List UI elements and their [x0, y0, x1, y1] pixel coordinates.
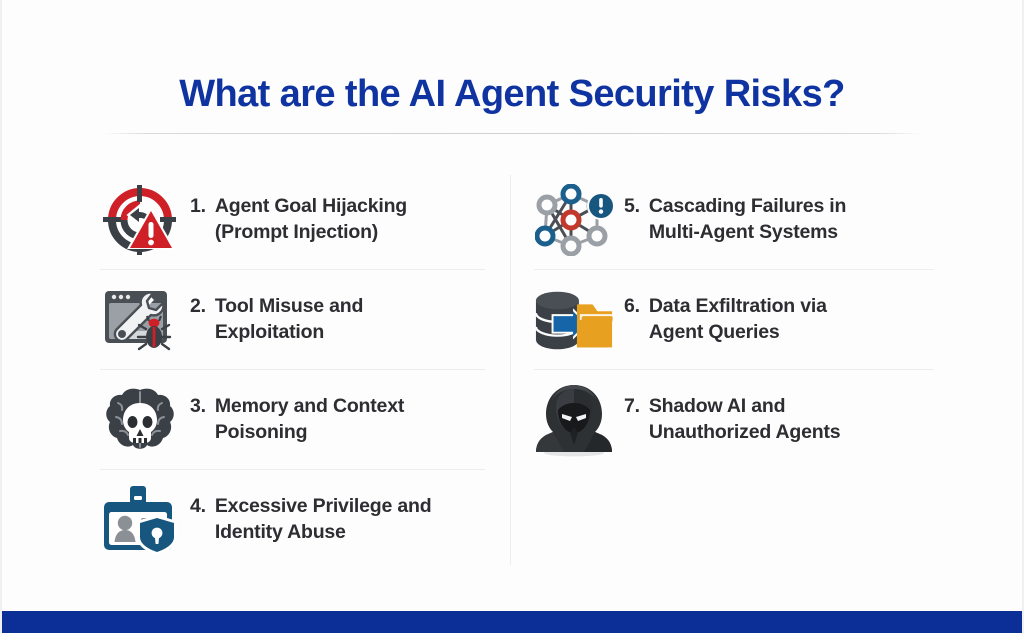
left-column: 1. Agent Goal Hijacking (Prompt Injectio…	[100, 170, 485, 570]
risk-item-data-exfiltration[interactable]: 6. Data Exfiltration via Agent Queries	[534, 270, 934, 370]
risk-number: 7.	[624, 395, 640, 418]
risk-number: 5.	[624, 194, 640, 217]
risk-text: 1. Agent Goal Hijacking (Prompt Injectio…	[190, 194, 407, 245]
database-arrow-folder-icon	[534, 281, 614, 359]
risk-label: Cascading Failures in Multi-Agent System…	[648, 194, 847, 243]
risk-label: Agent Goal Hijacking (Prompt Injection)	[214, 194, 407, 243]
network-nodes-alert-icon	[534, 181, 614, 259]
risk-label: Data Exfiltration via Agent Queries	[648, 294, 827, 343]
risk-text: 4. Excessive Privilege and Identity Abus…	[190, 494, 432, 545]
risk-text: 6. Data Exfiltration via Agent Queries	[624, 294, 827, 345]
risk-text: 7. Shadow AI and Unauthorized Agents	[624, 394, 841, 445]
risk-text: 5. Cascading Failures in Multi-Agent Sys…	[624, 194, 846, 245]
risk-text: 3. Memory and Context Poisoning	[190, 394, 404, 445]
risk-number: 1.	[190, 194, 206, 217]
risk-label: Memory and Context Poisoning	[214, 394, 405, 443]
risk-number: 6.	[624, 294, 640, 317]
risk-label: Excessive Privilege and Identity Abuse	[214, 495, 432, 543]
risk-label: Tool Misuse and Exploitation	[214, 294, 364, 343]
risk-item-agent-goal-hijacking[interactable]: 1. Agent Goal Hijacking (Prompt Injectio…	[100, 170, 485, 270]
risk-number: 2.	[190, 294, 206, 317]
id-badge-shield-lock-icon	[100, 481, 180, 559]
brain-skull-icon	[100, 381, 180, 459]
risk-item-excessive-privilege[interactable]: 4. Excessive Privilege and Identity Abus…	[100, 470, 485, 570]
risk-item-cascading-failures[interactable]: 5. Cascading Failures in Multi-Agent Sys…	[534, 170, 934, 270]
risk-label: Shadow AI and Unauthorized Agents	[648, 395, 841, 443]
risk-text: 2. Tool Misuse and Exploitation	[190, 294, 363, 345]
browser-wrench-bug-icon	[100, 281, 180, 359]
page-title: What are the AI Agent Security Risks?	[179, 73, 845, 116]
column-divider	[510, 175, 511, 565]
right-column: 5. Cascading Failures in Multi-Agent Sys…	[534, 170, 934, 470]
target-crosshair-warning-icon	[100, 181, 180, 259]
risk-item-tool-misuse[interactable]: 2. Tool Misuse and Exploitation	[100, 270, 485, 370]
risk-item-shadow-ai[interactable]: 7. Shadow AI and Unauthorized Agents	[534, 370, 934, 470]
title-divider	[100, 133, 924, 134]
hooded-anonymous-figure-icon	[534, 381, 614, 459]
risk-number: 4.	[190, 495, 206, 518]
bottom-accent-bar	[2, 611, 1022, 633]
risk-number: 3.	[190, 394, 206, 417]
risk-item-memory-poisoning[interactable]: 3. Memory and Context Poisoning	[100, 370, 485, 470]
